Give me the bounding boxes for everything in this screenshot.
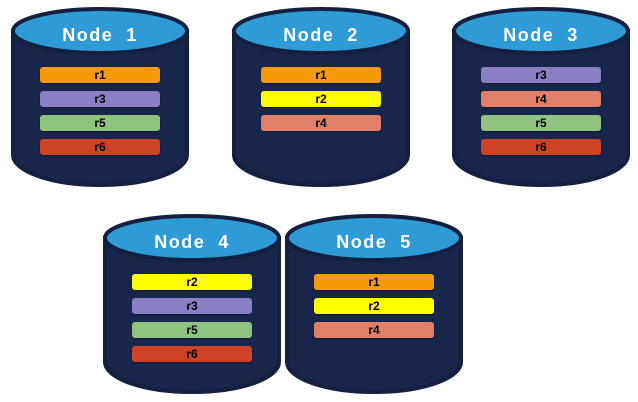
database-node-5[interactable]: Node 5 r1 r2 r4 [284, 212, 464, 394]
cylinder-top [103, 214, 281, 262]
replica-bar[interactable]: r4 [261, 115, 381, 131]
replica-bar[interactable]: r2 [261, 91, 381, 107]
replica-bar[interactable]: r5 [481, 115, 601, 131]
replica-list: r1 r2 r4 [314, 274, 434, 346]
replica-label: r1 [368, 275, 380, 289]
replica-list: r1 r2 r4 [261, 67, 381, 139]
replica-list: r2 r3 r5 r6 [132, 274, 252, 370]
replica-bar[interactable]: r1 [261, 67, 381, 83]
replica-label: r2 [186, 275, 198, 289]
replica-bar[interactable]: r2 [132, 274, 252, 290]
replica-bar[interactable]: r5 [40, 115, 160, 131]
replica-label: r4 [315, 116, 327, 130]
replica-label: r4 [535, 92, 547, 106]
replica-label: r3 [186, 299, 198, 313]
replica-label: r6 [94, 140, 106, 154]
replica-label: r4 [368, 323, 380, 337]
cylinder-top [285, 214, 463, 262]
replica-label: r6 [186, 347, 198, 361]
node-title: Node 4 [154, 232, 230, 252]
node-title: Node 3 [503, 25, 579, 45]
replica-label: r3 [94, 92, 106, 106]
database-node-4[interactable]: Node 4 r2 r3 r5 r6 [102, 212, 282, 394]
replica-label: r6 [535, 140, 547, 154]
cylinder-top [11, 7, 189, 55]
replica-bar[interactable]: r6 [481, 139, 601, 155]
replica-label: r2 [315, 92, 327, 106]
replica-label: r3 [535, 68, 547, 82]
database-node-1[interactable]: Node 1 r1 r3 r5 r6 [10, 5, 190, 187]
node-title: Node 1 [62, 25, 138, 45]
replica-bar[interactable]: r6 [40, 139, 160, 155]
cylinder-top [452, 7, 630, 55]
replica-label: r5 [186, 323, 198, 337]
replica-bar[interactable]: r4 [481, 91, 601, 107]
replica-list: r1 r3 r5 r6 [40, 67, 160, 163]
replica-bar[interactable]: r4 [314, 322, 434, 338]
replica-label: r1 [94, 68, 106, 82]
replica-bar[interactable]: r1 [314, 274, 434, 290]
replica-bar[interactable]: r3 [481, 67, 601, 83]
node-title: Node 5 [336, 232, 412, 252]
replica-label: r5 [535, 116, 547, 130]
replica-label: r1 [315, 68, 327, 82]
replica-bar[interactable]: r5 [132, 322, 252, 338]
replica-list: r3 r4 r5 r6 [481, 67, 601, 163]
node-title: Node 2 [283, 25, 359, 45]
replica-bar[interactable]: r3 [132, 298, 252, 314]
replica-bar[interactable]: r1 [40, 67, 160, 83]
replica-label: r2 [368, 299, 380, 313]
cylinder-top [232, 7, 410, 55]
database-node-2[interactable]: Node 2 r1 r2 r4 [231, 5, 411, 187]
database-node-3[interactable]: Node 3 r3 r4 r5 r6 [451, 5, 631, 187]
replica-bar[interactable]: r2 [314, 298, 434, 314]
replica-label: r5 [94, 116, 106, 130]
replica-bar[interactable]: r3 [40, 91, 160, 107]
replica-bar[interactable]: r6 [132, 346, 252, 362]
